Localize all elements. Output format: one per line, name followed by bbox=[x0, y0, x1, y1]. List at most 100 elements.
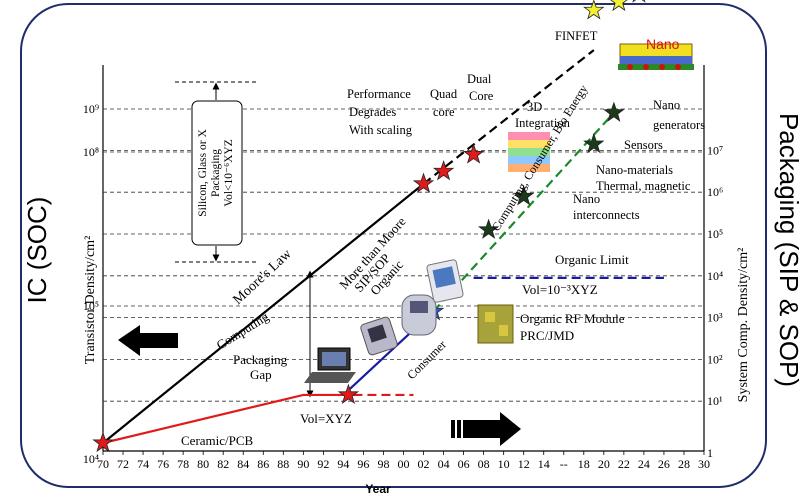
series-line-2 bbox=[102, 393, 354, 445]
x-tick-label-3: 76 bbox=[157, 457, 169, 471]
perf-line1: Performance bbox=[347, 87, 411, 101]
organic-limit-label: Organic Limit bbox=[555, 252, 629, 267]
quad-core-line1: Quad bbox=[430, 87, 458, 101]
x-tick-label-20: 10 bbox=[498, 457, 510, 471]
series-line-5 bbox=[432, 112, 615, 313]
annotations: Moore's Law Computing Packaging Gap Cera… bbox=[181, 29, 705, 448]
y-axis-label-right: System Comp. Density/cm² bbox=[736, 248, 751, 403]
3d-integration-line2: Integration bbox=[515, 116, 571, 130]
series-line-1 bbox=[422, 49, 595, 185]
packaging-gap-line2: Gap bbox=[250, 367, 272, 382]
x-tick-label-23: -- bbox=[560, 457, 568, 471]
perf-line3: With scaling bbox=[349, 123, 413, 137]
silicon-box-line2: Packaging bbox=[210, 149, 222, 197]
device-phone-image bbox=[401, 294, 437, 336]
star-marker-10 bbox=[583, 0, 605, 20]
organic-rf-line2: PRC/JMD bbox=[520, 328, 574, 343]
nano-interconnects-line1: Nano bbox=[573, 192, 600, 206]
sensors-label: Sensors bbox=[624, 138, 663, 152]
x-tick-label-27: 24 bbox=[638, 457, 650, 471]
x-tick-label-22: 14 bbox=[538, 457, 550, 471]
x-tick-label-25: 20 bbox=[598, 457, 610, 471]
star-marker-1 bbox=[337, 383, 360, 404]
block-arrow-left bbox=[118, 325, 178, 356]
x-tick-label-6: 82 bbox=[217, 457, 229, 471]
y-left-tick-label-0: 10⁴ bbox=[83, 452, 99, 466]
vol-1e-3-label: Vol=10⁻³XYZ bbox=[522, 282, 598, 297]
star-marker-3 bbox=[432, 160, 455, 181]
x-tick-label-30: 30 bbox=[698, 457, 710, 471]
x-tick-label-13: 96 bbox=[357, 457, 369, 471]
x-tick-label-21: 12 bbox=[518, 457, 530, 471]
y-left-tick-label-1: 10⁵ bbox=[83, 299, 99, 313]
x-tick-label-17: 04 bbox=[438, 457, 450, 471]
right-side-title: Packaging (SIP & SOP) bbox=[774, 113, 800, 387]
x-tick-label-26: 22 bbox=[618, 457, 630, 471]
nano-generators-line2: generators bbox=[653, 118, 705, 132]
x-tick-label-4: 78 bbox=[177, 457, 189, 471]
y-axis-label-left: Transistor Density/cm² bbox=[83, 236, 98, 365]
y-right-tick-label-7: 10⁷ bbox=[707, 143, 723, 157]
star-marker-8 bbox=[583, 132, 605, 154]
dual-core-line2: Core bbox=[469, 89, 494, 103]
y-left-tick-label-3: 10⁹ bbox=[83, 102, 99, 116]
x-axis-label: Year bbox=[365, 482, 391, 496]
star-marker-6 bbox=[477, 218, 500, 239]
left-side-title: IC (SOC) bbox=[22, 197, 52, 304]
computing-label: Computing bbox=[214, 309, 272, 353]
y-left-tick-labels: 10⁴ 10⁵ 10⁸ 10⁹ bbox=[83, 102, 99, 466]
rf-module-image bbox=[477, 304, 514, 344]
star-marker-2 bbox=[412, 172, 435, 193]
x-tick-label-5: 80 bbox=[197, 457, 209, 471]
device-pda-image bbox=[360, 316, 398, 356]
x-tick-label-7: 84 bbox=[237, 457, 249, 471]
x-tick-label-1: 72 bbox=[117, 457, 129, 471]
x-tick-label-11: 92 bbox=[317, 457, 329, 471]
y-right-tick-label-1: 10¹ bbox=[707, 394, 723, 408]
packaging-gap-line1: Packaging bbox=[233, 352, 288, 367]
quad-core-line2: core bbox=[433, 105, 455, 119]
x-tick-label-10: 90 bbox=[297, 457, 309, 471]
nano-interconnects-line2: interconnects bbox=[573, 208, 640, 222]
star-marker-12 bbox=[632, 0, 646, 3]
vol-xyz-label: Vol=XYZ bbox=[300, 411, 352, 426]
y-right-tick-label-6: 10⁶ bbox=[707, 185, 723, 199]
x-tick-label-2: 74 bbox=[137, 457, 149, 471]
finfet-label: FINFET bbox=[555, 29, 598, 43]
3d-integration-line1: 3D bbox=[527, 100, 542, 114]
x-tick-label-0: 70 bbox=[97, 457, 109, 471]
y-left-tick-label-2: 10⁸ bbox=[83, 145, 99, 159]
x-tick-label-12: 94 bbox=[337, 457, 349, 471]
organic-rf-line1: Organic RF Module bbox=[520, 311, 625, 326]
x-tick-label-24: 18 bbox=[578, 457, 590, 471]
x-tick-label-14: 98 bbox=[377, 457, 389, 471]
y-right-tick-label-3: 10³ bbox=[707, 311, 723, 325]
block-arrow-right bbox=[451, 412, 521, 446]
nano-materials-line1: Nano-materials bbox=[596, 163, 673, 177]
star-marker-7 bbox=[513, 185, 535, 206]
nano-materials-line2: Thermal, magnetic bbox=[596, 179, 691, 193]
star-marker-9 bbox=[603, 101, 625, 122]
y-right-tick-label-4: 10⁴ bbox=[707, 269, 723, 283]
moores-law-label: Moore's Law bbox=[230, 246, 295, 308]
perf-line2: Degrades bbox=[349, 105, 396, 119]
chart-frame bbox=[20, 3, 767, 488]
x-tick-label-9: 88 bbox=[277, 457, 289, 471]
star-marker-0 bbox=[92, 431, 114, 453]
device-laptop-image bbox=[304, 347, 356, 383]
silicon-box-line1: Silicon, Glass or X bbox=[197, 129, 209, 217]
x-tick-label-16: 02 bbox=[418, 457, 430, 471]
nano-chip-image bbox=[618, 43, 694, 70]
x-tick-label-8: 86 bbox=[257, 457, 269, 471]
x-tick-label-15: 00 bbox=[398, 457, 410, 471]
ceramic-pcb-label: Ceramic/PCB bbox=[181, 433, 254, 448]
silicon-box-line3: Vol<10⁻⁶XYZ bbox=[223, 139, 235, 206]
x-tick-label-18: 06 bbox=[458, 457, 470, 471]
x-tick-label-28: 26 bbox=[658, 457, 670, 471]
star-marker-4 bbox=[462, 143, 485, 164]
silicon-packaging-annotation: Silicon, Glass or X Packaging Vol<10⁻⁶XY… bbox=[175, 81, 258, 263]
x-tick-label-29: 28 bbox=[678, 457, 690, 471]
